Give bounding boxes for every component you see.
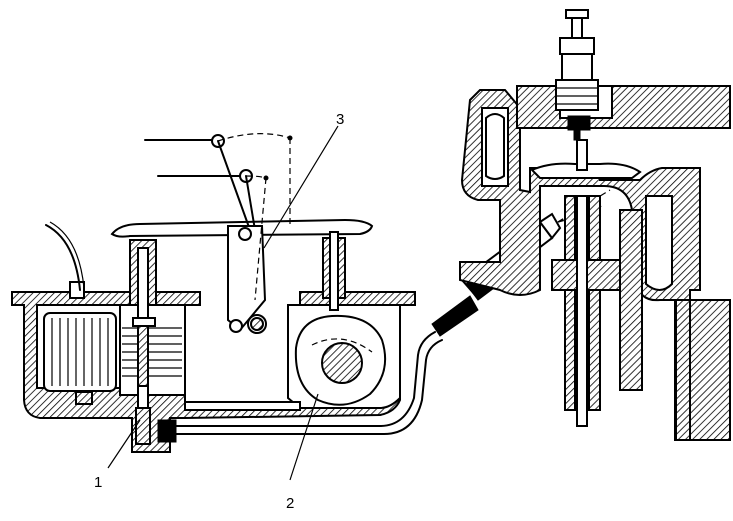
callout-2: 2 bbox=[286, 393, 319, 512]
pump-plunger-column bbox=[122, 239, 182, 445]
eccentric-cam bbox=[294, 314, 386, 406]
cable-inner bbox=[49, 221, 85, 289]
float-cylinder bbox=[43, 281, 117, 405]
fuel-line bbox=[175, 331, 443, 435]
callout-3: 3 bbox=[263, 111, 344, 249]
rocker-lever bbox=[110, 133, 374, 334]
label-part-3: 3 bbox=[336, 111, 344, 128]
label-part-1: 1 bbox=[94, 474, 102, 491]
label-part-2: 2 bbox=[286, 495, 294, 512]
cable bbox=[45, 224, 81, 291]
spark-plug bbox=[555, 9, 599, 141]
cylinder-head bbox=[459, 85, 731, 441]
callout-1: 1 bbox=[94, 419, 141, 491]
